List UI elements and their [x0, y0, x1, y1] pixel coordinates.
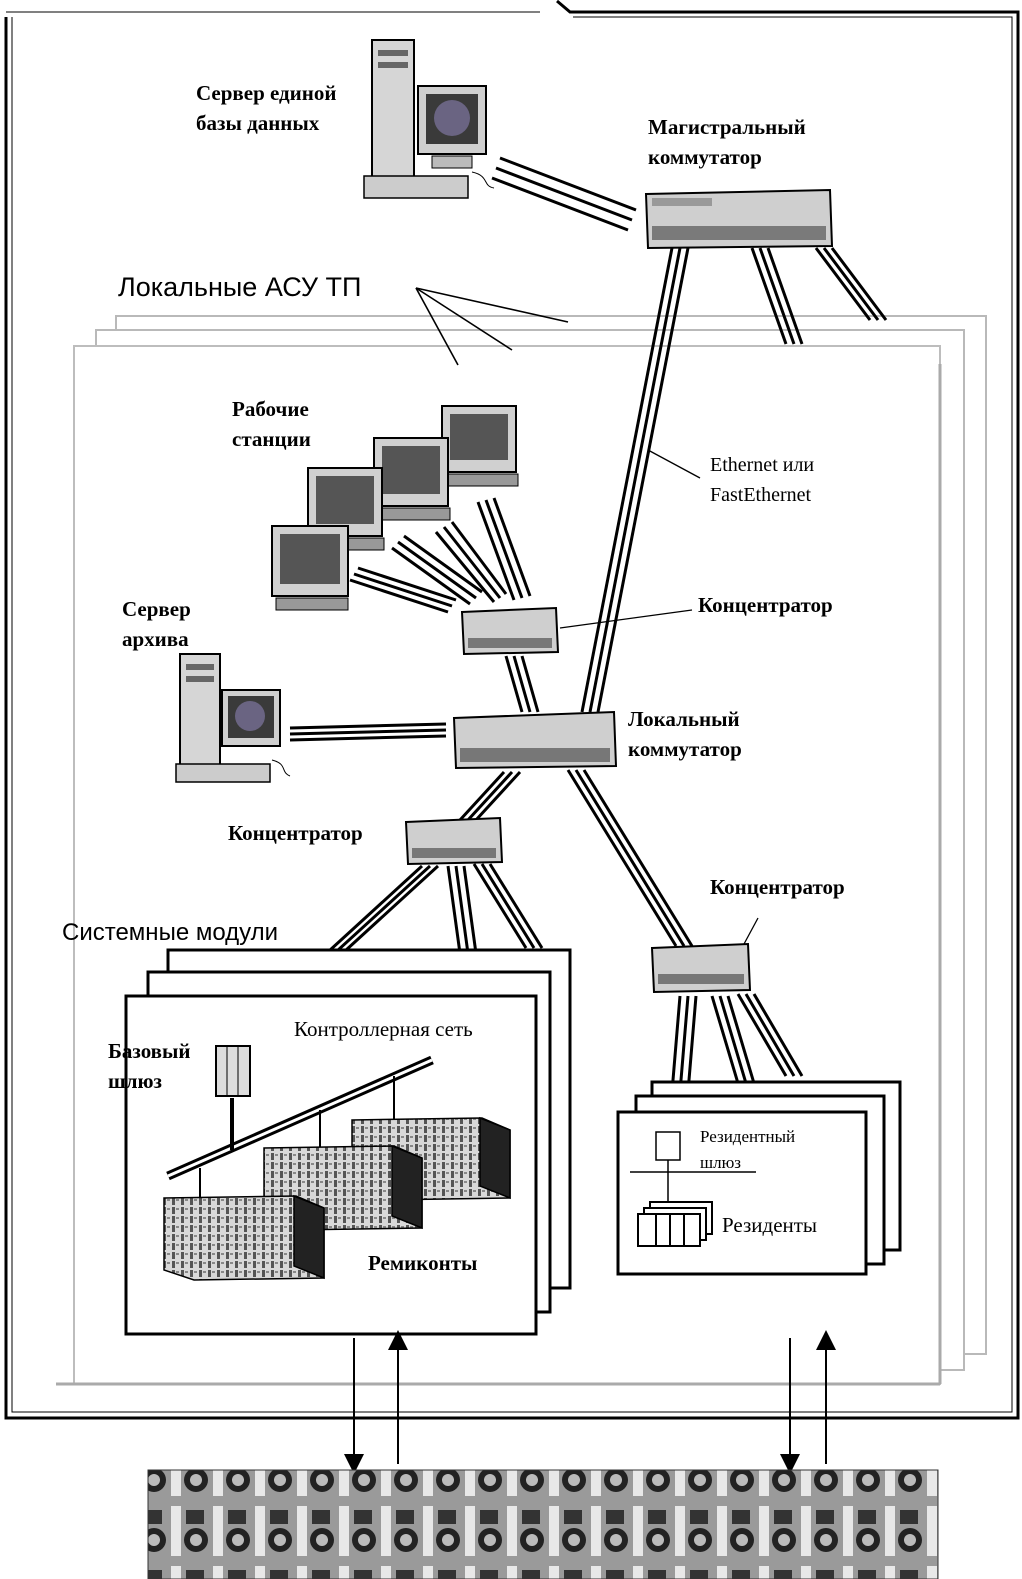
hub-right-device — [650, 942, 752, 994]
remikont-racks — [163, 1116, 511, 1281]
workstations-label: Рабочие станции — [232, 397, 311, 451]
residents-devices — [637, 1201, 713, 1247]
local-switch-label: Локальный коммутатор — [628, 707, 742, 761]
local-acs-callout — [415, 287, 569, 366]
ethernet-label: Ethernet или FastEthernet — [710, 454, 815, 506]
resident-gateway-label: Резидентный шлюз — [700, 1127, 796, 1172]
hub-top-device — [460, 606, 560, 656]
base-gateway-device — [215, 1045, 251, 1097]
hub-top-label: Концентратор — [698, 593, 833, 617]
archive-server-computer — [175, 653, 291, 783]
db-server-label: Сервер единой базы данных — [196, 81, 337, 135]
residents-label: Резиденты — [722, 1213, 818, 1237]
local-switch-device — [452, 710, 618, 770]
field-equipment-photo — [147, 1469, 939, 1579]
outer-frame — [4, 0, 1020, 1420]
hub-right-label: Концентратор — [710, 875, 845, 899]
db-server-computer — [363, 39, 495, 199]
workstation-monitors — [271, 405, 519, 611]
resident-gateway-device — [630, 1131, 756, 1206]
controller-net-label: Контроллерная сеть — [294, 1017, 473, 1041]
backbone-switch-label: Магистральный коммутатор — [648, 115, 806, 169]
hub-left-label: Концентратор — [228, 821, 363, 845]
cables — [234, 156, 888, 1117]
local-acs-title: Локальные АСУ ТП — [118, 272, 362, 302]
leader-lines — [559, 449, 759, 945]
field-arrows — [344, 1330, 836, 1474]
base-gateway-label: Базовый шлюз — [108, 1039, 191, 1093]
hub-left-device — [404, 816, 504, 866]
system-modules-title: Системные модули — [62, 919, 279, 946]
backbone-switch-device — [644, 188, 834, 250]
controller-network — [166, 1055, 434, 1198]
remikonts-label: Ремиконты — [368, 1251, 478, 1275]
archive-server-label: Сервер архива — [122, 597, 191, 651]
